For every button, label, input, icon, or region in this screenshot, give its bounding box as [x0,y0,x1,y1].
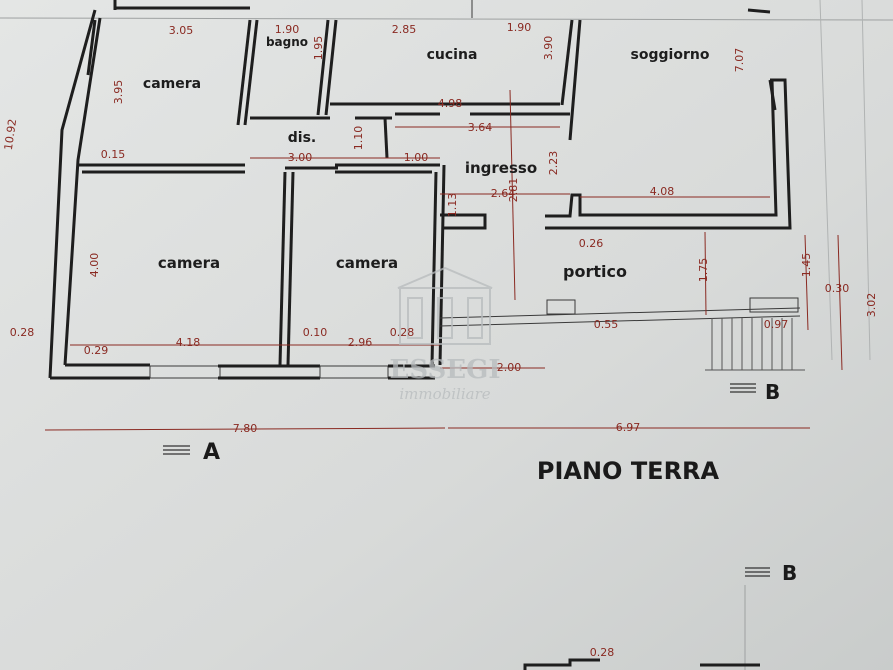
dim-label: 2.96 [348,336,373,349]
dim-label: 3.90 [542,36,555,61]
dim-label: 4.08 [650,185,675,198]
dim-label: 10.92 [2,118,19,151]
dim-label: 2.23 [547,151,560,176]
dim-label: 2.00 [497,361,522,374]
dim-label: 0.26 [579,237,604,250]
top-remnants [0,0,893,361]
watermark-subtitle: immobiliare [399,385,490,403]
section-markers: A B B [163,380,797,585]
dim-label: 0.28 [590,646,615,659]
section-b-label-lower: B [782,561,797,585]
section-arrow-icon [163,383,770,577]
dim-label: 4.98 [438,97,463,110]
room-camera-top: camera [143,76,201,92]
section-a-label: A [203,440,220,465]
room-labels: camera bagno cucina soggiorno dis. ingre… [143,35,710,281]
dim-label: 6.97 [616,421,641,434]
room-camera-left: camera [158,254,220,272]
room-ingresso: ingresso [465,159,537,177]
dim-label: 7.80 [233,422,258,435]
room-portico: portico [563,262,627,281]
dim-label: 1.10 [352,126,365,151]
room-dis: dis. [288,130,316,146]
floor-label: PIANO TERRA [537,457,720,485]
dim-label: 3.64 [468,121,493,134]
dim-label: 0.15 [101,148,126,161]
dim-label: 4.00 [88,253,101,278]
dim-label: 3.95 [112,80,125,105]
dim-label: 1.95 [312,36,325,61]
dim-label: 0.55 [594,318,619,331]
dimension-labels: 3.05 1.90 2.85 1.90 3.95 1.95 3.90 7.07 … [2,21,878,659]
dimension-lines [44,89,843,431]
dim-label: 4.18 [176,336,201,349]
dim-label: 1.13 [446,193,459,218]
walls [48,9,805,380]
dim-label: 2.64 [491,187,516,200]
dim-label: 1.90 [275,23,300,36]
room-soggiorno: soggiorno [631,47,710,63]
dim-label: 0.28 [10,326,35,339]
section-b-label: B [765,380,780,404]
watermark-name: ESSEGI [390,355,501,385]
dim-label: 2.85 [392,23,417,36]
dim-label: 1.90 [507,21,532,34]
dim-label: 0.29 [84,344,109,357]
dim-label: 0.97 [764,318,789,331]
dim-label: 1.00 [404,151,429,164]
room-cucina: cucina [427,47,478,63]
dim-label: 3.00 [288,151,313,164]
building-icon [397,266,493,345]
dim-label: 0.28 [390,326,415,339]
dim-label: 0.30 [825,282,850,295]
dim-label: 7.07 [733,48,746,73]
dim-label: 1.45 [800,253,813,278]
dim-label: 3.02 [865,293,878,318]
dim-label: 1.75 [697,258,710,283]
dim-label: 2.81 [507,178,520,203]
dim-label: 3.05 [169,24,194,37]
bottom-remnants [523,585,760,670]
dim-label: 0.10 [303,326,328,339]
watermark-logo: ESSEGI immobiliare [390,266,501,403]
room-bagno: bagno [266,35,308,49]
room-camera-mid: camera [336,254,398,272]
